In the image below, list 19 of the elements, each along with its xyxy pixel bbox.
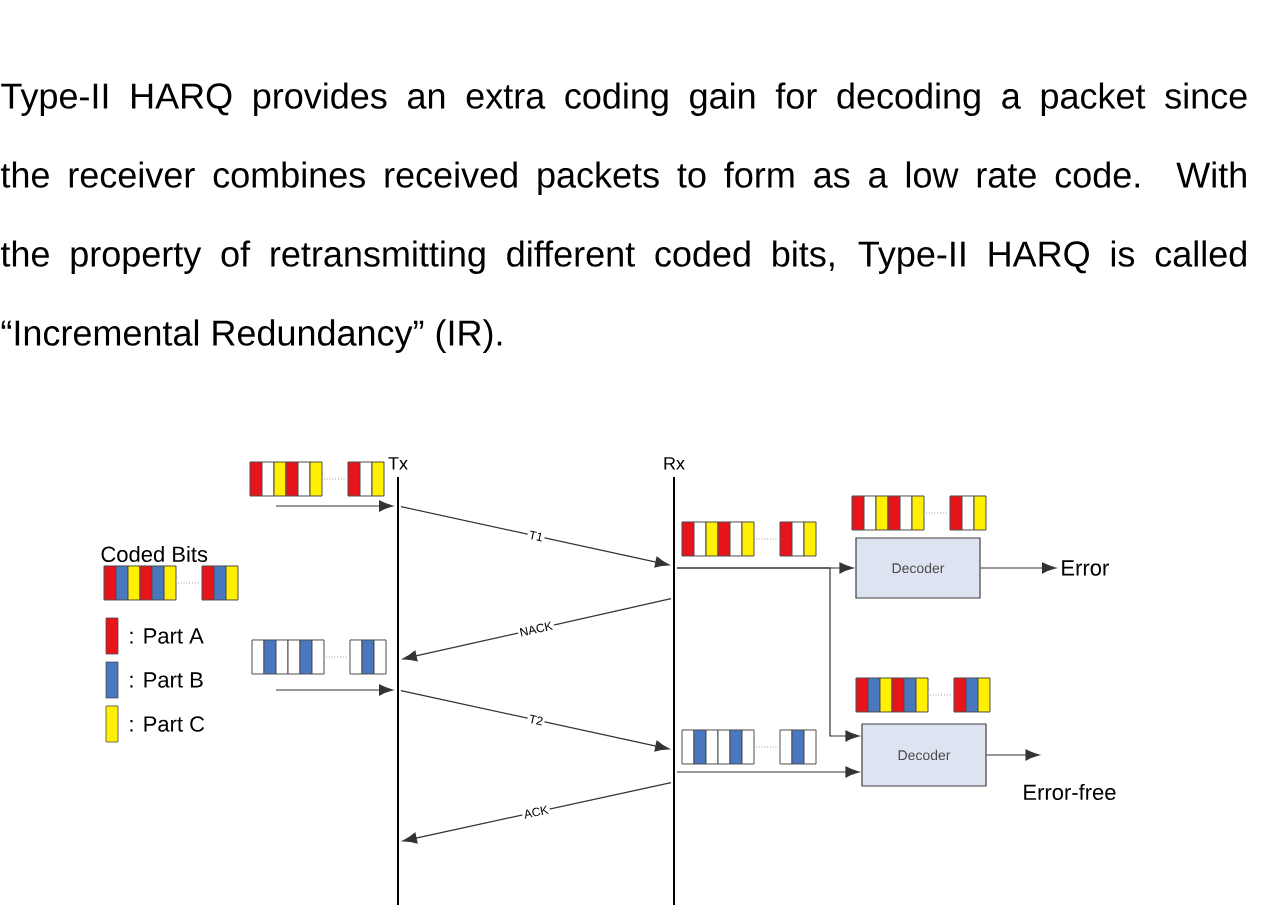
arrow bbox=[676, 766, 860, 778]
arrow bbox=[402, 782, 672, 844]
arrow bbox=[980, 562, 1057, 574]
legend-label: : Part C bbox=[130, 716, 205, 732]
arrow bbox=[676, 567, 860, 742]
lifeline: Rx bbox=[664, 457, 685, 906]
output-label: Error-free bbox=[1024, 783, 1116, 801]
legend-label: : Part B bbox=[130, 672, 203, 688]
arrow bbox=[400, 690, 670, 752]
lifeline: Tx bbox=[388, 457, 408, 906]
output-label: Error bbox=[1062, 560, 1109, 576]
arrow bbox=[400, 506, 670, 568]
arrow bbox=[986, 749, 1040, 761]
legend-title: Coded Bits bbox=[101, 545, 208, 563]
arrow bbox=[275, 684, 394, 696]
arrow bbox=[402, 598, 672, 662]
arrow bbox=[275, 500, 394, 512]
legend-label: : Part A bbox=[130, 628, 204, 644]
paragraph: Type-II HARQ provides an extra coding gain for decoding a packet since the receiver combines received packets to form as a low rate code. With the property of retransmitting different coded bits, Type-II HARQ is called “Incremental Redundancy” (IR). bbox=[0, 82, 1247, 353]
